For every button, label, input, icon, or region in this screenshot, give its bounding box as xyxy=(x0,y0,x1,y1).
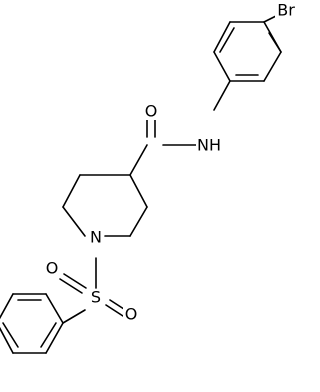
sulfur-label: S xyxy=(91,288,101,307)
atom-sulfonyl-oxygen-left: O xyxy=(44,259,60,278)
atom-sulfur: S xyxy=(88,288,104,307)
sulfonyl-oxygen-left-double-bond xyxy=(59,273,87,294)
sulfonyl-oxygen-right-label: O xyxy=(125,305,138,324)
bromine-label: Br xyxy=(277,1,295,20)
atom-piperidine-nitrogen: N xyxy=(88,228,104,247)
bond-carbonyl-ring xyxy=(129,144,148,176)
sulfonyl-oxygen-left-label: O xyxy=(46,259,59,278)
bromophenyl-ring xyxy=(213,21,282,82)
atom-bromine: Br xyxy=(275,0,296,20)
phenyl-ring xyxy=(0,293,64,354)
amide-nitrogen-label: NH xyxy=(197,136,221,155)
piperidine-nitrogen-label: N xyxy=(90,228,102,247)
atom-sulfonyl-oxygen-right: O xyxy=(123,305,139,324)
bond-ring-amide-nitrogen xyxy=(213,80,231,111)
piperidine-ring xyxy=(62,174,148,237)
amide-oxygen-label: O xyxy=(145,102,158,121)
bond-sulfur-phenyl xyxy=(62,309,86,324)
atom-amide-nitrogen: NH xyxy=(196,136,222,155)
chemical-structure: Br O NH N S O O xyxy=(0,0,296,354)
atom-amide-oxygen: O xyxy=(143,102,159,121)
